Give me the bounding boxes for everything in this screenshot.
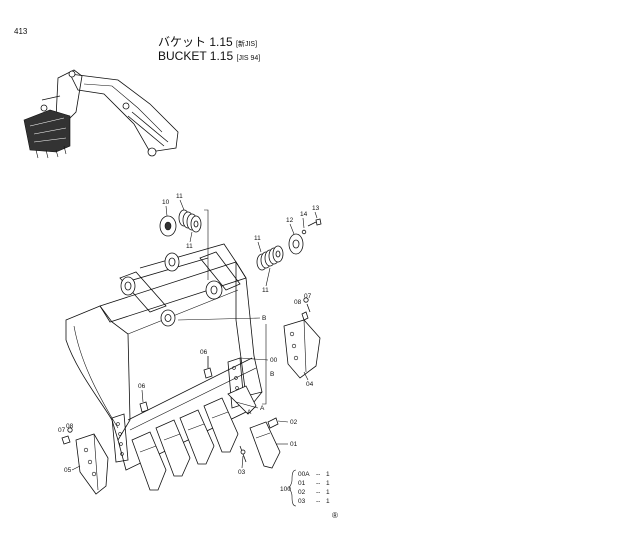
assembly-row-qty: 1 <box>326 471 330 478</box>
title-japanese-main: バケット 1.15 <box>158 35 233 49</box>
title-english: BUCKET 1.15 [JIS 94] <box>158 50 260 62</box>
assembly-row-code: 02 <box>298 489 306 496</box>
callout-labels: 10 11 11 11 11 12 13 14 08 07 04 B 00 B <box>58 193 320 476</box>
bucket-body <box>65 243 263 471</box>
callout-04: 04 <box>306 381 314 388</box>
left-spacer-stack <box>159 209 209 280</box>
callout-B: B <box>270 371 274 378</box>
assembly-row-code: 01 <box>298 480 306 487</box>
assembly-row-code: 03 <box>298 498 306 505</box>
side-cutter-04 <box>283 319 321 379</box>
callout-A: A <box>247 409 252 416</box>
right-spacer-stack <box>256 218 322 271</box>
assembly-row-qty: 1 <box>326 480 330 487</box>
callout-11: 11 <box>254 235 261 242</box>
callout-06: 06 <box>138 383 146 390</box>
fasteners <box>61 297 311 445</box>
side-cutter-05 <box>75 433 109 495</box>
tooth-pins <box>239 417 279 463</box>
callout-A: A <box>260 405 265 412</box>
assembly-row-qty: 1 <box>326 489 330 496</box>
assembly-row-qty: 1 <box>326 498 330 505</box>
assembly-table: 100 00A -- 1 01 -- 1 02 -- 1 03 -- 1 <box>280 469 330 507</box>
callout-07: 07 <box>58 427 66 434</box>
assembly-row-sep: -- <box>316 489 320 496</box>
callout-01: 01 <box>290 441 298 448</box>
callout-00: 00 <box>270 357 278 364</box>
excavator-locator-sketch <box>23 69 179 159</box>
footer-mark: ® <box>332 511 338 520</box>
callout-11: 11 <box>176 193 183 200</box>
callout-08: 08 <box>294 299 302 306</box>
assembly-row-sep: -- <box>316 480 320 487</box>
callout-10: 10 <box>162 199 170 206</box>
bucket-teeth <box>131 385 281 491</box>
title-japanese: バケット 1.15 [新JIS] <box>158 36 257 48</box>
callout-03: 03 <box>238 469 246 476</box>
callout-06: 06 <box>200 349 208 356</box>
callout-12: 12 <box>286 217 294 224</box>
callout-02: 02 <box>290 419 298 426</box>
callout-05: 05 <box>64 467 72 474</box>
page-number: 413 <box>14 27 28 36</box>
assembly-row-code: 00A <box>298 471 310 478</box>
title-english-suffix: [JIS 94] <box>236 55 261 62</box>
callout-13: 13 <box>312 205 320 212</box>
callout-07: 07 <box>304 293 312 300</box>
title-english-main: BUCKET 1.15 <box>158 49 234 63</box>
assembly-row-sep: -- <box>316 498 320 505</box>
assembly-row-sep: -- <box>316 471 320 478</box>
callout-11: 11 <box>262 287 269 294</box>
callout-14: 14 <box>300 211 308 218</box>
title-japanese-suffix: [新JIS] <box>236 41 258 48</box>
callout-08: 08 <box>66 423 74 430</box>
assembly-parent: 100 <box>280 486 291 493</box>
callout-B: B <box>262 315 266 322</box>
callout-11: 11 <box>186 243 193 250</box>
